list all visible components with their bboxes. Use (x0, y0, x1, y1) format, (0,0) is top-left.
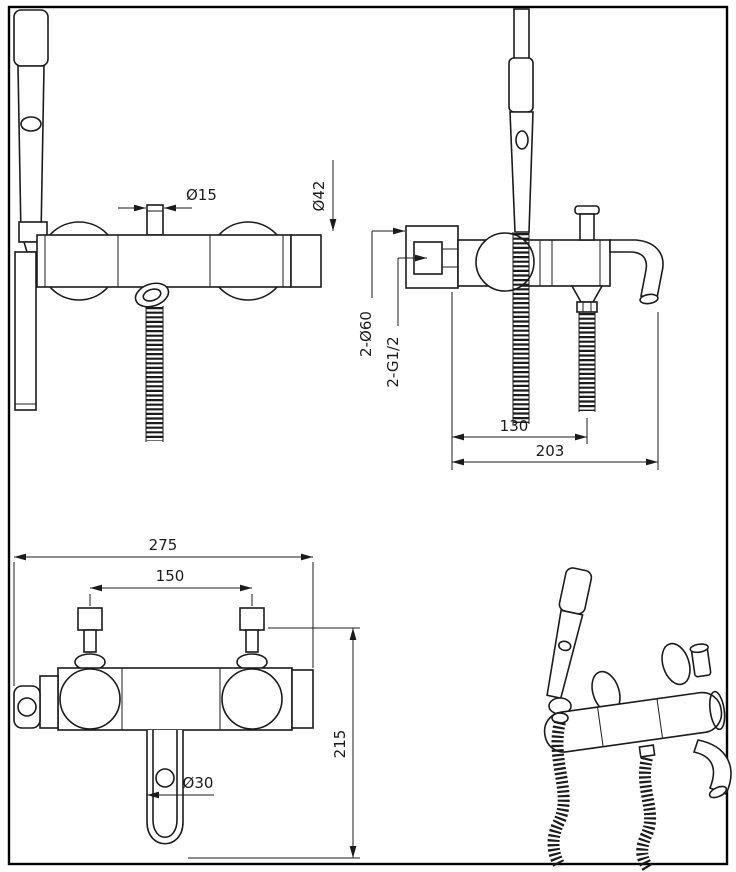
mixer-body-bottom (57, 667, 293, 731)
dim-label-o15: Ø15 (186, 186, 217, 204)
view-side: 2-Ø60 2-G1/2 130 203 (357, 8, 664, 470)
wand-logo-oval (20, 116, 42, 132)
dim-label-275: 275 (149, 536, 178, 554)
diverter-knob-bottom (291, 669, 314, 729)
wall-plate-side (405, 225, 459, 289)
view-front: Ø15 Ø42 (13, 9, 337, 442)
dim-side-threads: 2-G1/2 (384, 254, 427, 388)
dim-label-150: 150 (156, 567, 185, 585)
persp-spout (692, 739, 732, 799)
dim-label-203: 203 (536, 442, 565, 460)
dim-label-130: 130 (500, 417, 529, 435)
view-perspective (543, 567, 732, 872)
hand-shower-side (508, 8, 534, 233)
persp-hoses (547, 712, 656, 872)
flange-circle-left (59, 668, 121, 730)
mixer-body-front (36, 234, 292, 288)
dim-lever: Ø30 (147, 774, 214, 799)
dim-label-o30: Ø30 (183, 774, 214, 792)
spout-and-hose-front (134, 282, 170, 442)
persp-body (543, 690, 726, 753)
persp-top-knob (689, 643, 712, 678)
drawing-border (7, 5, 729, 866)
lever-paddle (146, 730, 184, 845)
dim-label-215: 215 (331, 730, 349, 759)
dim-label-2g12: 2-G1/2 (384, 336, 402, 387)
persp-hand-shower (546, 567, 593, 700)
shower-hose-front (14, 251, 37, 411)
dim-side-flanges: 2-Ø60 (357, 227, 405, 357)
dim-label-o42: Ø42 (310, 181, 328, 212)
dim-inlet-centres: 150 (89, 567, 253, 606)
view-body-front: 275 150 Ø30 215 (13, 536, 360, 859)
outlet-cone-side (570, 285, 604, 313)
dim-overall-width: 275 (13, 536, 314, 686)
dim-side-depths: 130 203 (451, 292, 659, 470)
hoses-side (512, 232, 596, 424)
dim-overall-height: 215 (188, 627, 360, 859)
diverter-knob-front (290, 234, 322, 288)
mixer-body-side (457, 232, 611, 292)
persp-flange-right (661, 642, 691, 686)
spout-side (609, 239, 664, 305)
flange-circle-right (221, 668, 283, 730)
dim-front-knob: Ø42 (310, 160, 337, 231)
top-pipe (146, 204, 164, 236)
dim-front-pipe: Ø15 (118, 186, 217, 212)
holder-knob-side (574, 205, 600, 241)
inlet-left (74, 607, 106, 671)
left-handle (13, 675, 59, 729)
dim-label-2o60: 2-Ø60 (357, 311, 375, 357)
inlet-right (236, 607, 268, 671)
